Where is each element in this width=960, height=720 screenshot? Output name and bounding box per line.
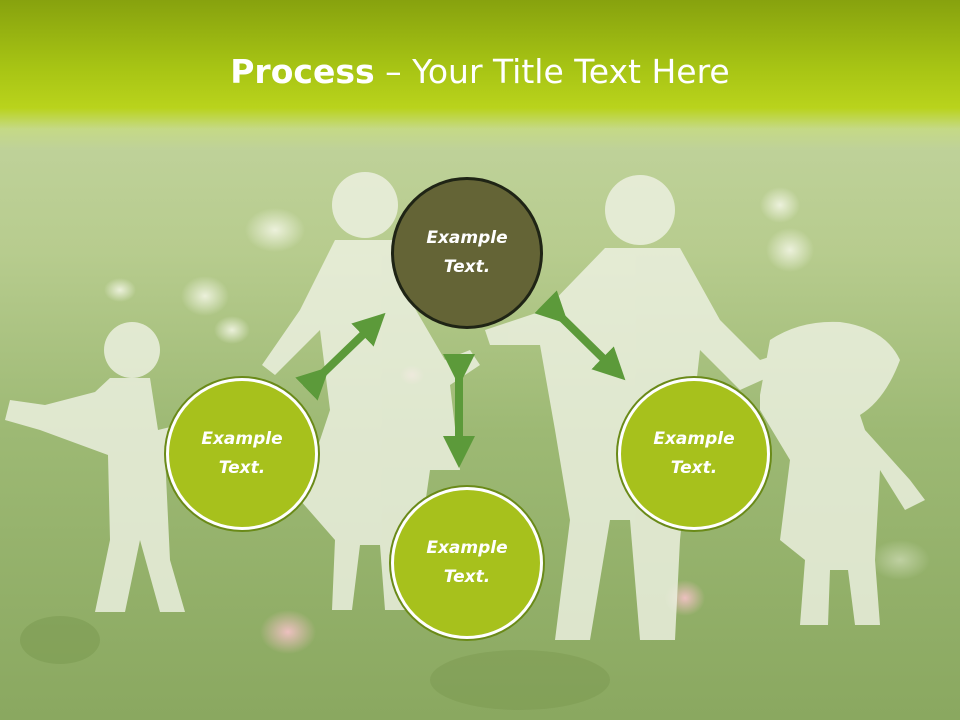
node-right-line2: Text. (670, 458, 718, 478)
slide-title: Process – Your Title Text Here (0, 52, 960, 91)
title-bold: Process (230, 52, 375, 91)
title-bar (0, 0, 960, 150)
node-top: Example Text. (391, 177, 543, 329)
node-left: Example Text. (166, 378, 318, 530)
double-arrow-icon-right (534, 290, 626, 381)
node-bottom-label: Example Text. (407, 534, 527, 592)
node-top-label: Example Text. (407, 224, 527, 282)
node-top-line2: Text. (443, 257, 491, 277)
node-left-line2: Text. (218, 458, 266, 478)
node-right-line1: Example (653, 429, 735, 449)
node-left-line1: Example (201, 429, 283, 449)
node-top-line1: Example (426, 228, 508, 248)
double-arrow-icon-left (295, 312, 386, 401)
node-bottom: Example Text. (391, 487, 543, 639)
node-bottom-line2: Text. (443, 567, 491, 587)
node-left-label: Example Text. (182, 425, 302, 483)
title-separator: – (374, 52, 413, 91)
node-right: Example Text. (618, 378, 770, 530)
node-bottom-line1: Example (426, 538, 508, 558)
title-rest: Your Title Text Here (412, 52, 730, 91)
node-right-label: Example Text. (634, 425, 754, 483)
